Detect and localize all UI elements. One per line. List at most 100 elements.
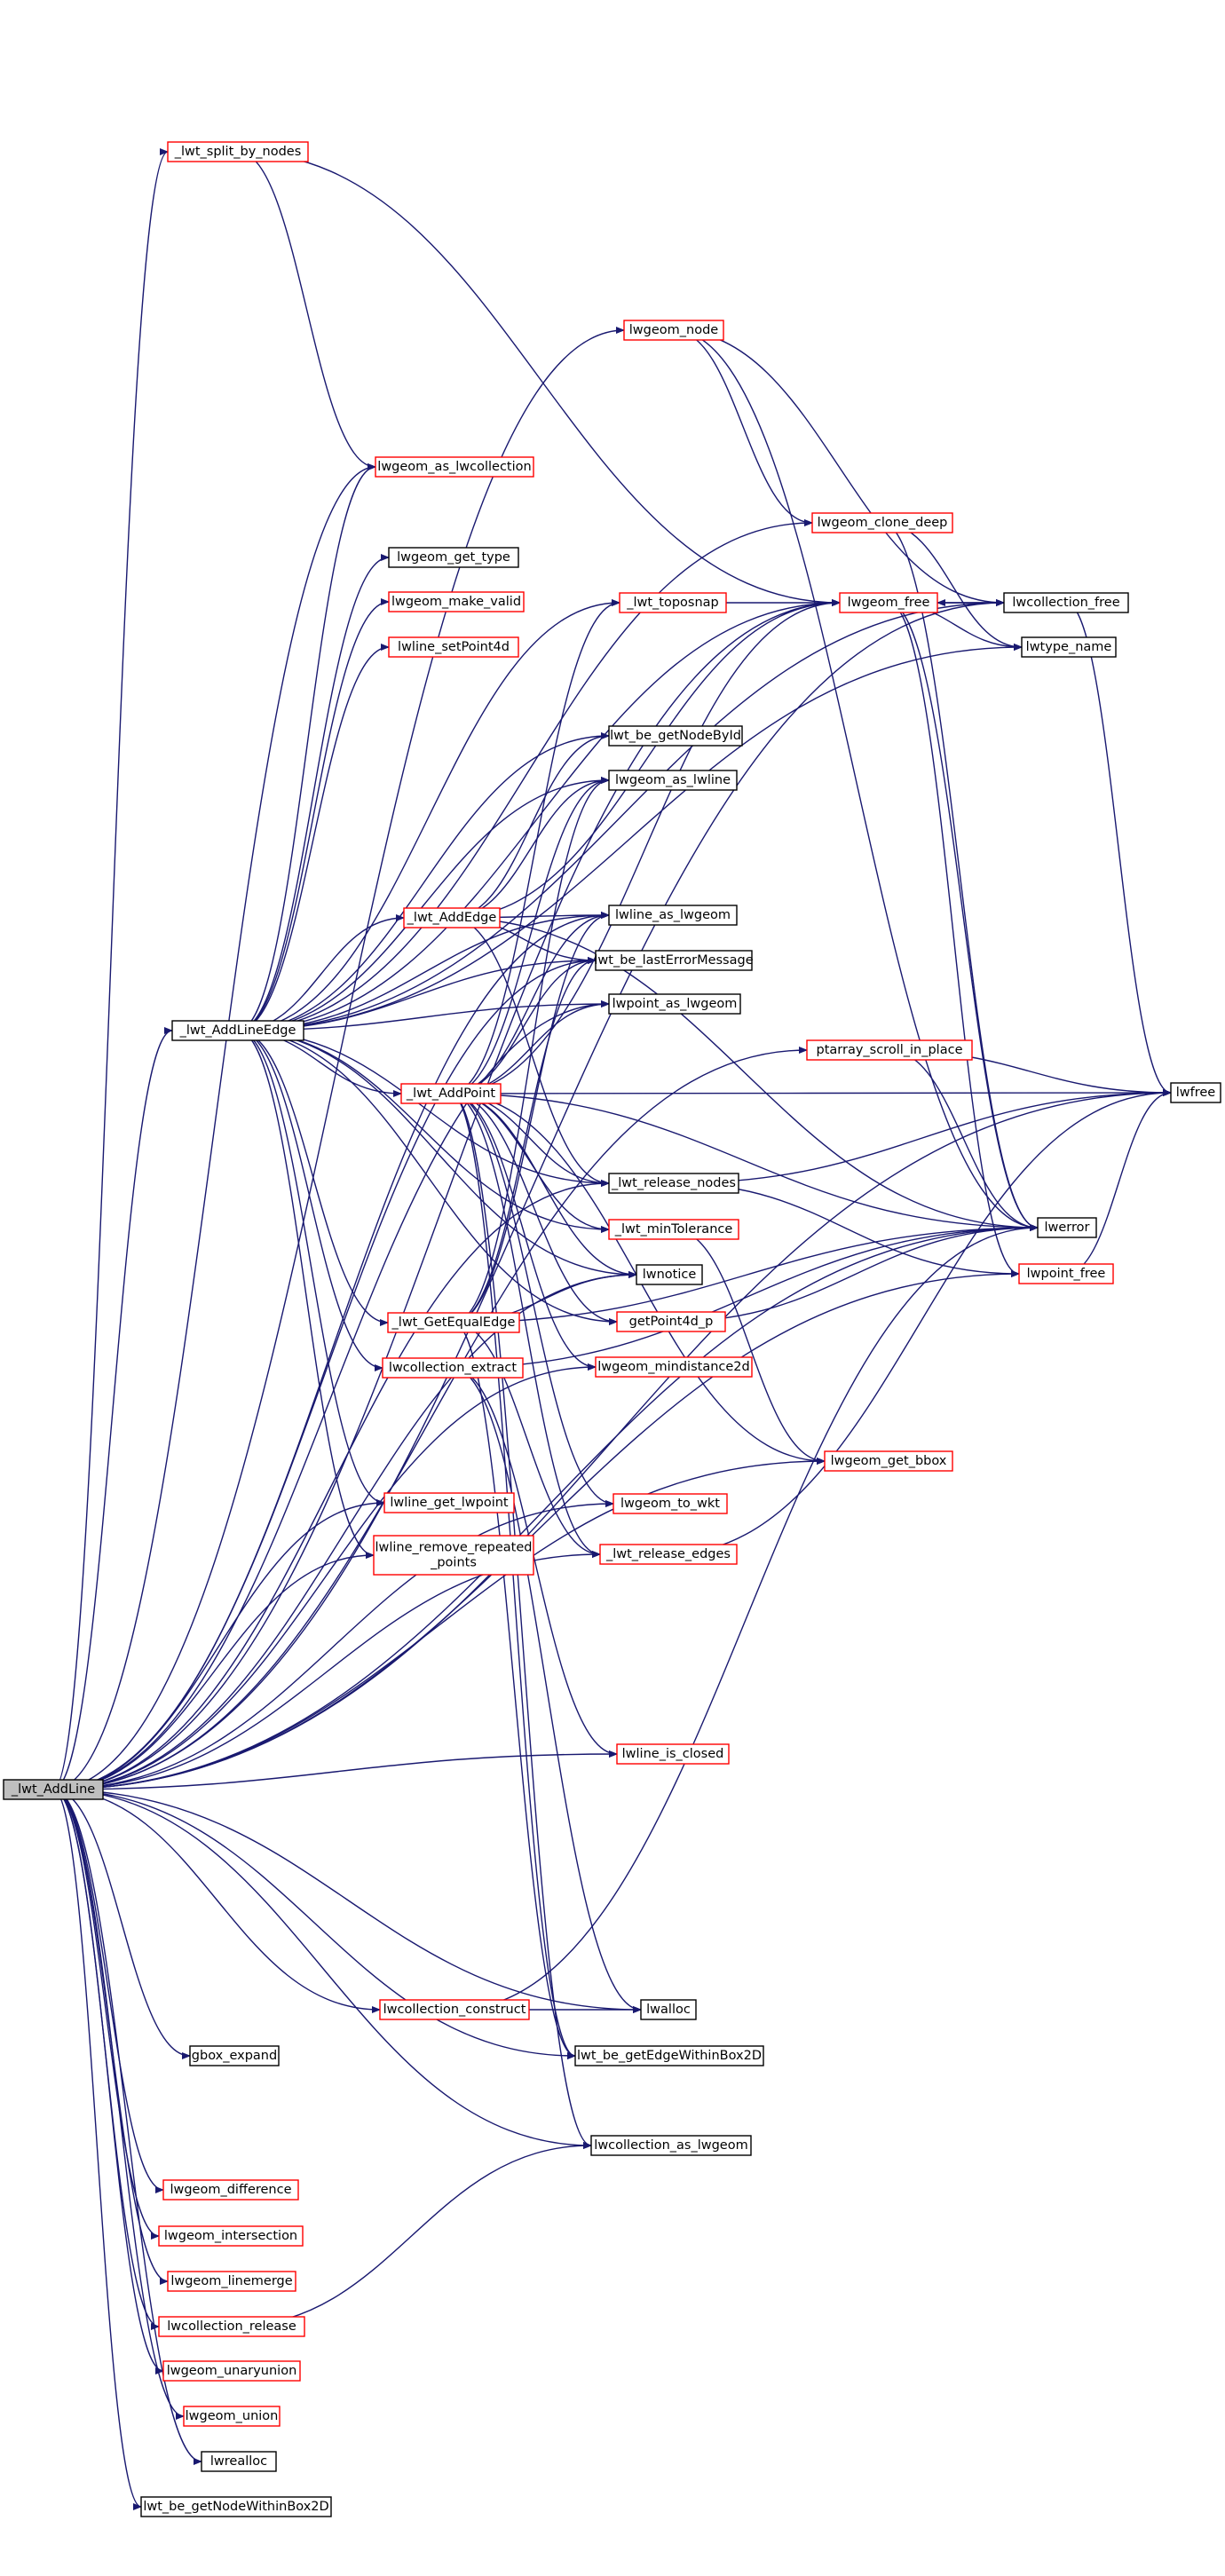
node-makevalid[interactable]: lwgeom_make_valid xyxy=(388,591,525,612)
node-box[interactable] xyxy=(608,1173,739,1194)
node-box[interactable] xyxy=(608,770,738,791)
node-collconstruct[interactable]: lwcollection_construct xyxy=(379,1999,530,2020)
node-intersection[interactable]: lwgeom_intersection xyxy=(158,2225,304,2247)
node-aslwline[interactable]: lwgeom_as_lwline xyxy=(608,770,738,791)
node-box[interactable] xyxy=(595,950,753,971)
node-box[interactable] xyxy=(640,1999,697,2020)
node-box[interactable] xyxy=(616,1311,726,1332)
node-box[interactable] xyxy=(608,1219,739,1240)
node-lwgeomfree[interactable]: lwgeom_free xyxy=(839,592,938,613)
node-difference[interactable]: lwgeom_difference xyxy=(162,2179,299,2201)
node-box[interactable] xyxy=(379,1999,530,2020)
node-box[interactable] xyxy=(383,1492,515,1513)
node-box[interactable] xyxy=(1037,1217,1097,1238)
node-box[interactable] xyxy=(183,2406,281,2427)
node-box[interactable] xyxy=(599,1544,738,1565)
node-getlwpoint[interactable]: lwline_get_lwpoint xyxy=(383,1492,515,1513)
node-mintol[interactable]: _lwt_minTolerance xyxy=(608,1219,739,1240)
node-getnodebyid[interactable]: lwt_be_getNodeById xyxy=(608,725,743,747)
node-lwerror[interactable]: lwerror xyxy=(1037,1217,1097,1238)
node-box[interactable] xyxy=(619,592,727,613)
node-nodewithinbox[interactable]: lwt_be_getNodeWithinBox2D xyxy=(140,2496,332,2517)
node-addpoint[interactable]: _lwt_AddPoint xyxy=(400,1083,502,1104)
node-lwfree[interactable]: lwfree xyxy=(1170,1082,1221,1103)
node-box[interactable] xyxy=(158,2316,305,2337)
node-scroll[interactable]: ptarray_scroll_in_place xyxy=(806,1039,973,1061)
node-linemerge[interactable]: lwgeom_linemerge xyxy=(167,2271,296,2292)
node-addlineedge[interactable]: _lwt_AddLineEdge xyxy=(171,1020,304,1041)
node-box[interactable] xyxy=(388,636,519,658)
node-lwnotice[interactable]: lwnotice xyxy=(636,1264,703,1285)
node-box[interactable] xyxy=(636,1264,703,1285)
node-box[interactable] xyxy=(162,2179,299,2201)
node-box[interactable] xyxy=(162,2360,301,2382)
node-box[interactable] xyxy=(1018,1263,1114,1284)
node-box[interactable] xyxy=(400,1083,502,1104)
node-box[interactable] xyxy=(608,905,738,926)
node-box[interactable] xyxy=(806,1039,973,1061)
node-box[interactable] xyxy=(375,456,534,478)
node-lineaslwgeom[interactable]: lwline_as_lwgeom xyxy=(608,905,738,926)
node-getequaledge[interactable]: _lwt_GetEqualEdge xyxy=(387,1312,520,1333)
node-getpoint4d[interactable]: getPoint4d_p xyxy=(616,1311,726,1332)
node-collextract[interactable]: lwcollection_extract xyxy=(382,1357,524,1379)
node-box[interactable] xyxy=(839,592,938,613)
node-box[interactable] xyxy=(574,2045,764,2066)
node-box[interactable] xyxy=(388,591,525,612)
node-root[interactable]: _lwt_AddLine xyxy=(3,1779,104,1800)
node-split[interactable]: _lwt_split_by_nodes xyxy=(167,141,309,162)
node-box[interactable] xyxy=(167,141,309,162)
node-box[interactable] xyxy=(3,1779,104,1800)
node-unaryunion[interactable]: lwgeom_unaryunion xyxy=(162,2360,301,2382)
node-gettype[interactable]: lwgeom_get_type xyxy=(388,547,519,568)
node-box[interactable] xyxy=(403,907,501,928)
node-box[interactable] xyxy=(1021,636,1117,658)
node-toposnap[interactable]: _lwt_toposnap xyxy=(619,592,727,613)
node-box[interactable] xyxy=(387,1312,520,1333)
node-getbbox[interactable]: lwgeom_get_bbox xyxy=(824,1450,953,1472)
node-box[interactable] xyxy=(608,725,743,747)
node-node[interactable]: lwgeom_node xyxy=(623,320,724,341)
node-lwalloc[interactable]: lwalloc xyxy=(640,1999,697,2020)
node-box[interactable] xyxy=(140,2496,332,2517)
node-box[interactable] xyxy=(167,2271,296,2292)
node-lwrealloc[interactable]: lwrealloc xyxy=(201,2451,277,2472)
node-box[interactable] xyxy=(171,1020,304,1041)
node-releaseedges[interactable]: _lwt_release_edges xyxy=(599,1544,738,1565)
node-box[interactable] xyxy=(189,2045,280,2066)
node-collaslwgeom[interactable]: lwcollection_as_lwgeom xyxy=(590,2135,752,2156)
node-box[interactable] xyxy=(616,1743,730,1765)
node-lasterror[interactable]: lwt_be_lastErrorMessage xyxy=(594,950,754,971)
node-box[interactable] xyxy=(1003,592,1129,613)
node-aslwcoll[interactable]: lwgeom_as_lwcollection xyxy=(375,456,534,478)
node-edgewithinbox[interactable]: lwt_be_getEdgeWithinBox2D xyxy=(574,2045,764,2066)
node-box[interactable] xyxy=(590,2135,752,2156)
node-box[interactable] xyxy=(824,1450,953,1472)
node-box[interactable] xyxy=(373,1535,534,1576)
node-box[interactable] xyxy=(1170,1082,1221,1103)
node-releasenodes[interactable]: _lwt_release_nodes xyxy=(608,1173,739,1194)
node-box[interactable] xyxy=(201,2451,277,2472)
node-box[interactable] xyxy=(158,2225,304,2247)
node-collfree[interactable]: lwcollection_free xyxy=(1003,592,1129,613)
node-isclosed[interactable]: lwline_is_closed xyxy=(616,1743,730,1765)
node-box[interactable] xyxy=(612,1493,728,1514)
node-removerep[interactable]: lwline_remove_repeated_points xyxy=(373,1535,534,1576)
node-pointfree[interactable]: lwpoint_free xyxy=(1018,1263,1114,1284)
node-mindist[interactable]: lwgeom_mindistance2d xyxy=(595,1356,753,1378)
node-collrelease[interactable]: lwcollection_release xyxy=(158,2316,305,2337)
node-box[interactable] xyxy=(388,547,519,568)
node-box[interactable] xyxy=(595,1356,753,1378)
node-union[interactable]: lwgeom_union xyxy=(183,2406,281,2427)
node-box[interactable] xyxy=(623,320,724,341)
node-box[interactable] xyxy=(811,512,953,533)
node-pointaslwgeom[interactable]: lwpoint_as_lwgeom xyxy=(608,993,741,1015)
node-typename[interactable]: lwtype_name xyxy=(1021,636,1117,658)
node-box[interactable] xyxy=(608,993,741,1015)
node-towkt[interactable]: lwgeom_to_wkt xyxy=(612,1493,728,1514)
node-gboxexpand[interactable]: gbox_expand xyxy=(189,2045,280,2066)
node-setpoint4d[interactable]: lwline_setPoint4d xyxy=(388,636,519,658)
node-clonedeep[interactable]: lwgeom_clone_deep xyxy=(811,512,953,533)
node-addedge[interactable]: _lwt_AddEdge xyxy=(403,907,501,928)
node-box[interactable] xyxy=(382,1357,524,1379)
